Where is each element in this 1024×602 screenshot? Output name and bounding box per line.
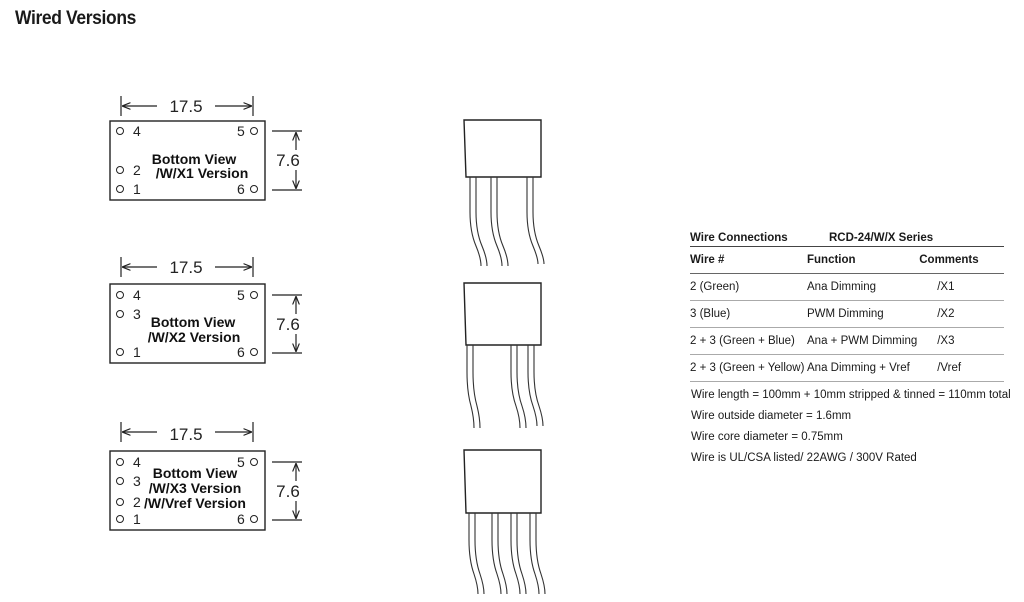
- table-cell: 2 + 3 (Green + Yellow): [690, 354, 807, 382]
- table-cell: 2 (Green): [690, 273, 807, 301]
- pin-label: 1: [133, 344, 141, 360]
- side-view-module-x1: [463, 119, 545, 267]
- width-dimension: 17.5: [169, 425, 202, 444]
- pin-label: 5: [237, 287, 245, 303]
- table-cell: 2 + 3 (Green + Blue): [690, 327, 807, 355]
- version-label: /W/X2 Version: [148, 329, 241, 345]
- table-row: 2 + 3 (Green + Yellow) Ana Dimming + Vre…: [690, 354, 1004, 382]
- pin-label: 4: [133, 123, 141, 139]
- table-cell: /X3: [917, 327, 1004, 355]
- version-label: /W/X1 Version: [156, 165, 249, 181]
- side-view-module-x2: [463, 282, 544, 429]
- pin-label: 6: [237, 181, 245, 197]
- pin-label: 2: [133, 162, 141, 178]
- table-cell: Ana + PWM Dimming: [807, 327, 918, 355]
- table-header-row: Wire # Function Comments: [690, 246, 1004, 274]
- pin-label: 3: [133, 306, 141, 322]
- column-header: Function: [807, 246, 918, 274]
- table-cell: /Vref: [917, 354, 1004, 382]
- width-dimension: 17.5: [169, 97, 202, 116]
- height-dimension: 7.6: [276, 151, 300, 170]
- bottom-view-x2: 17.5 7.6 4 3 1 5 6 Bottom View /W/X2 Ver…: [109, 257, 302, 364]
- height-dimension: 7.6: [276, 315, 300, 334]
- pin-label: 6: [237, 344, 245, 360]
- version-label: /W/Vref Version: [144, 495, 246, 511]
- pin-label: 5: [237, 454, 245, 470]
- height-dimension: 7.6: [276, 482, 300, 501]
- table-row: 2 (Green) Ana Dimming /X1: [690, 273, 1004, 301]
- module-outline: [109, 120, 266, 201]
- view-label: Bottom View: [152, 151, 237, 167]
- module-outline: [109, 283, 266, 364]
- version-label: /W/X3 Version: [149, 480, 242, 496]
- module-outline: [109, 450, 266, 531]
- table-cell: 3 (Blue): [690, 300, 807, 328]
- note-line: Wire is UL/CSA listed/ 22AWG / 300V Rate…: [691, 452, 917, 464]
- table-caption: Wire Connections: [690, 229, 807, 247]
- table-cell: Ana Dimming: [807, 273, 918, 301]
- page-title: Wired Versions: [15, 8, 136, 29]
- pin-label: 1: [133, 181, 141, 197]
- wire-connections-table: Wire Connections RCD-24/W/X Series Wire …: [690, 229, 1004, 382]
- pin-label: 5: [237, 123, 245, 139]
- note-line: Wire outside diameter = 1.6mm: [691, 410, 852, 422]
- table-row: 2 + 3 (Green + Blue) Ana + PWM Dimming /…: [690, 327, 1004, 355]
- column-header: Comments: [917, 246, 1004, 274]
- pin-label: 3: [133, 473, 141, 489]
- table-caption-row: Wire Connections RCD-24/W/X Series: [690, 229, 1004, 247]
- wire-notes: Wire length = 100mm + 10mm stripped & ti…: [691, 385, 1011, 469]
- table-cell: /X1: [917, 273, 1004, 301]
- bottom-view-x3-vref: 17.5 7.6 4 3 2 1 5 6 Bottom View /W/X3 V…: [109, 422, 302, 531]
- table-cell: Ana Dimming + Vref: [807, 354, 918, 382]
- view-label: Bottom View: [151, 314, 236, 330]
- series-name: RCD-24/W/X Series: [807, 229, 1004, 247]
- table-cell: PWM Dimming: [807, 300, 918, 328]
- bottom-view-x1: 17.5 7.6 4 2 1 5 6 Bottom View /W/X1 Ver…: [109, 96, 302, 201]
- pin-label: 4: [133, 454, 141, 470]
- note-line: Wire core diameter = 0.75mm: [691, 431, 843, 443]
- width-dimension: 17.5: [169, 258, 202, 277]
- pin-label: 2: [133, 494, 141, 510]
- pin-label: 1: [133, 511, 141, 527]
- view-label: Bottom View: [153, 465, 238, 481]
- pin-label: 4: [133, 287, 141, 303]
- pin-label: 6: [237, 511, 245, 527]
- table-row: 3 (Blue) PWM Dimming /X2: [690, 300, 1004, 328]
- side-view-module-x3: [463, 449, 546, 595]
- note-line: Wire length = 100mm + 10mm stripped & ti…: [691, 389, 1011, 401]
- table-cell: /X2: [917, 300, 1004, 328]
- column-header: Wire #: [690, 246, 807, 274]
